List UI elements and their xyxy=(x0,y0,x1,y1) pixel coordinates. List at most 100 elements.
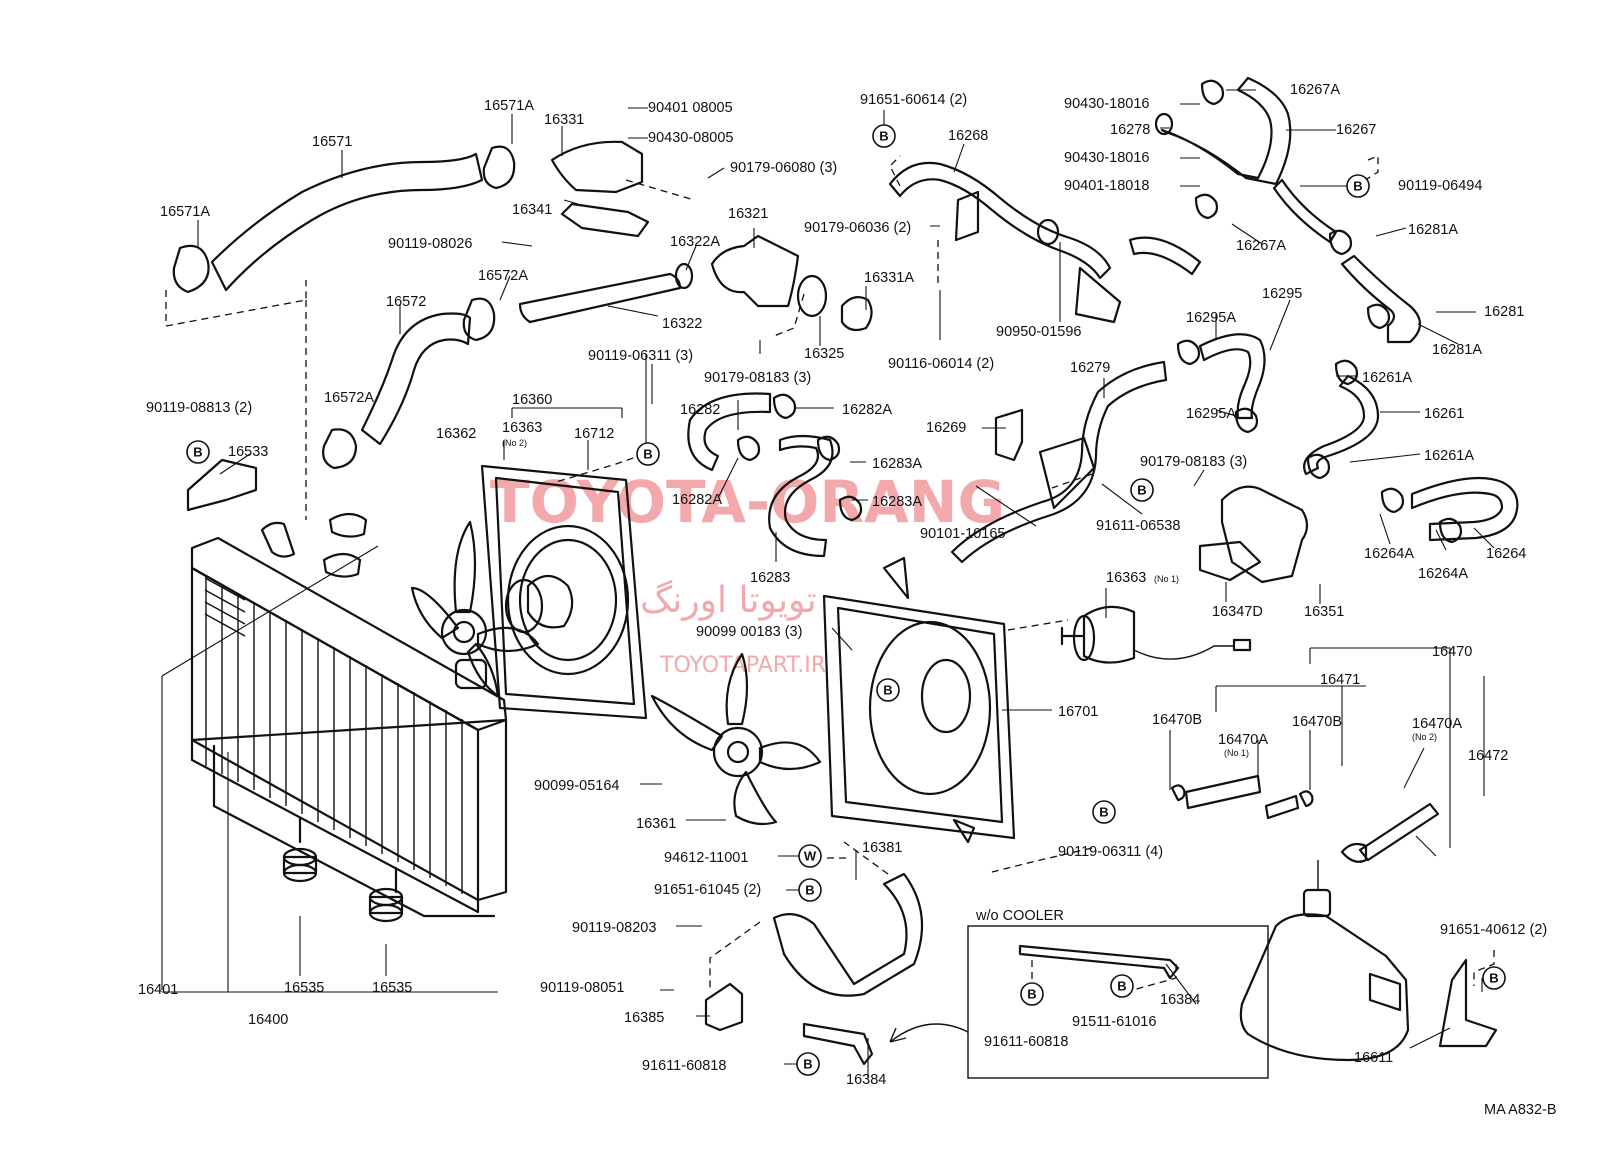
part-labels: 16571 16571A 16571A 16331 90401 08005 90… xyxy=(138,82,1557,1118)
label-90119-06494: 90119-06494 xyxy=(1398,178,1482,194)
bracket-16611 xyxy=(1438,958,1498,1048)
label-16282: 16282 xyxy=(680,402,720,418)
clamp-16267A-mid xyxy=(1194,193,1219,220)
pipe-16268-end xyxy=(1074,266,1122,324)
label-91511-61016: 91511-61016 xyxy=(1072,1014,1156,1030)
clamp-16261A-top xyxy=(1334,359,1359,386)
label-90119-08026: 90119-08026 xyxy=(388,236,472,252)
label-16572A: 16572A xyxy=(478,268,528,284)
label-16331: 16331 xyxy=(544,112,584,128)
bolt-mark: B xyxy=(1482,966,1506,990)
svg-text:B: B xyxy=(1353,179,1362,194)
svg-text:B: B xyxy=(1027,987,1036,1002)
label-91651-40612: 91651-40612 (2) xyxy=(1440,922,1547,938)
label-16281A: 16281A xyxy=(1432,342,1482,358)
label-16470B: 16470B xyxy=(1152,712,1202,728)
label-16261A: 16261A xyxy=(1424,448,1474,464)
label-90099-05164: 90099-05164 xyxy=(534,778,619,794)
svg-text:B: B xyxy=(883,683,892,698)
water-inlet-16321 xyxy=(710,234,800,308)
label-16295: 16295 xyxy=(1262,286,1302,302)
bolt-mark: B xyxy=(1020,982,1044,1006)
label-91651-61045: 91651-61045 (2) xyxy=(654,882,761,898)
label-16384: 16384 xyxy=(1160,992,1200,1008)
bracket-16384 xyxy=(802,1022,874,1066)
clip-16470B-a xyxy=(1170,784,1186,802)
washer-mark: W xyxy=(798,844,822,868)
label-16571: 16571 xyxy=(312,134,352,150)
reservoir-tank-16470 xyxy=(1239,860,1410,1062)
clamp-16283A-top xyxy=(816,435,841,462)
label-91611-06538: 91611-06538 xyxy=(1096,518,1180,534)
clamp-16295A-top xyxy=(1176,339,1201,366)
label-16279: 16279 xyxy=(1070,360,1110,376)
label-16322: 16322 xyxy=(662,316,702,332)
fan-motor-16363-no1 xyxy=(1060,605,1252,664)
clamp-16295A-bot xyxy=(1234,407,1259,434)
svg-text:B: B xyxy=(1099,805,1108,820)
fan-16362 xyxy=(410,520,540,698)
label-16401: 16401 xyxy=(138,982,178,998)
label-90179-08183: 90179-08183 (3) xyxy=(1140,454,1247,470)
label-16295A: 16295A xyxy=(1186,406,1236,422)
radiator-mount-cushions xyxy=(282,847,404,923)
bolt-mark: B xyxy=(876,678,900,702)
label-16331A: 16331A xyxy=(864,270,914,286)
fan-motor-16363-no2 xyxy=(504,578,544,634)
label-16470: 16470 xyxy=(1432,644,1472,660)
label-90401-18018: 90401-18018 xyxy=(1064,178,1149,194)
label-90179-08183: 90179-08183 (3) xyxy=(704,370,811,386)
label-16351: 16351 xyxy=(1304,604,1344,620)
label-16269: 16269 xyxy=(926,420,966,436)
svg-text:B: B xyxy=(1489,971,1498,986)
label-16471: 16471 xyxy=(1320,672,1360,688)
label-16282A: 16282A xyxy=(672,492,722,508)
label-90101-10165: 90101-10165 xyxy=(920,526,1005,542)
bracket-16269 xyxy=(994,408,1024,462)
dashed-leaders xyxy=(165,155,1495,993)
label-16400: 16400 xyxy=(248,1012,288,1028)
label-16472: 16472 xyxy=(1468,748,1508,764)
label-16341: 16341 xyxy=(512,202,552,218)
label-90099-00183: 90099 00183 (3) xyxy=(696,624,802,640)
svg-text:B: B xyxy=(805,883,814,898)
label-16347D: 16347D xyxy=(1212,604,1263,620)
svg-text:B: B xyxy=(879,129,888,144)
clamp-16282A-top xyxy=(772,393,797,420)
label-16572A: 16572A xyxy=(324,390,374,406)
water-outlet-16331 xyxy=(550,140,644,194)
gasket-16347D xyxy=(1198,540,1262,582)
label-16264A: 16264A xyxy=(1418,566,1468,582)
label-16267: 16267 xyxy=(1336,122,1376,138)
hose-16283 xyxy=(768,434,834,558)
bolt-mark: B xyxy=(636,442,660,466)
bolt-mark: B xyxy=(1346,174,1370,198)
bolt-mark: B xyxy=(1110,974,1134,998)
pipe-16267-branch xyxy=(1272,178,1338,244)
bolt-mark: B xyxy=(1092,800,1116,824)
watermark-main: TOYOTA-ORANG xyxy=(490,468,1005,536)
label-16321: 16321 xyxy=(728,206,768,222)
label-16611: 16611 xyxy=(1354,1050,1393,1066)
hose-16261 xyxy=(1303,374,1380,476)
pipe-16267 xyxy=(1160,76,1292,186)
label-16470B: 16470B xyxy=(1292,714,1342,730)
pipe-16268 xyxy=(888,161,1112,280)
label-16571A: 16571A xyxy=(484,98,534,114)
bolt-mark: B xyxy=(798,878,822,902)
label-90430-18016: 90430-18016 xyxy=(1064,96,1149,112)
label-16701: 16701 xyxy=(1058,704,1098,720)
clamp-16281A-top xyxy=(1328,229,1353,256)
clamp-16264A-b xyxy=(1438,517,1463,544)
gasket-16341 xyxy=(560,202,650,238)
svg-text:B: B xyxy=(1117,979,1126,994)
label-16281: 16281 xyxy=(1484,304,1524,320)
label-16264: 16264 xyxy=(1486,546,1526,562)
label-90119-08813: 90119-08813 (2) xyxy=(146,400,252,416)
svg-text:B: B xyxy=(643,447,652,462)
label-16533: 16533 xyxy=(228,444,268,460)
pipe-16279 xyxy=(950,360,1168,564)
watermark: TOYOTA-ORANG تویوتا اورنگ TOYOTAPART.IR xyxy=(490,468,1005,678)
hose-16282 xyxy=(687,392,772,472)
label-16281A: 16281A xyxy=(1408,222,1458,238)
